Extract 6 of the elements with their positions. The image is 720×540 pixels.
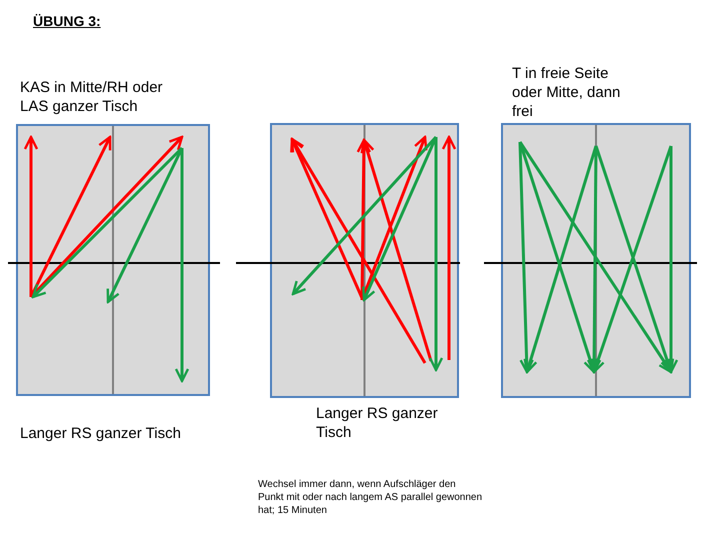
drill-description: T in freie Seite oder Mitte, dann frei <box>512 64 622 121</box>
drill-description: Langer RS ganzer Tisch <box>20 424 182 443</box>
drill-description: KAS in Mitte/RH oder LAS ganzer Tisch <box>20 78 164 116</box>
drill-description: Langer RS ganzer Tisch <box>316 404 439 442</box>
exercise-title: ÜBUNG 3: <box>33 13 101 29</box>
note-text: Wechsel immer dann, wenn Aufschläger den Punkt mit oder nach langem AS parallel gewonnen hat; 15 Minuten <box>258 478 483 517</box>
